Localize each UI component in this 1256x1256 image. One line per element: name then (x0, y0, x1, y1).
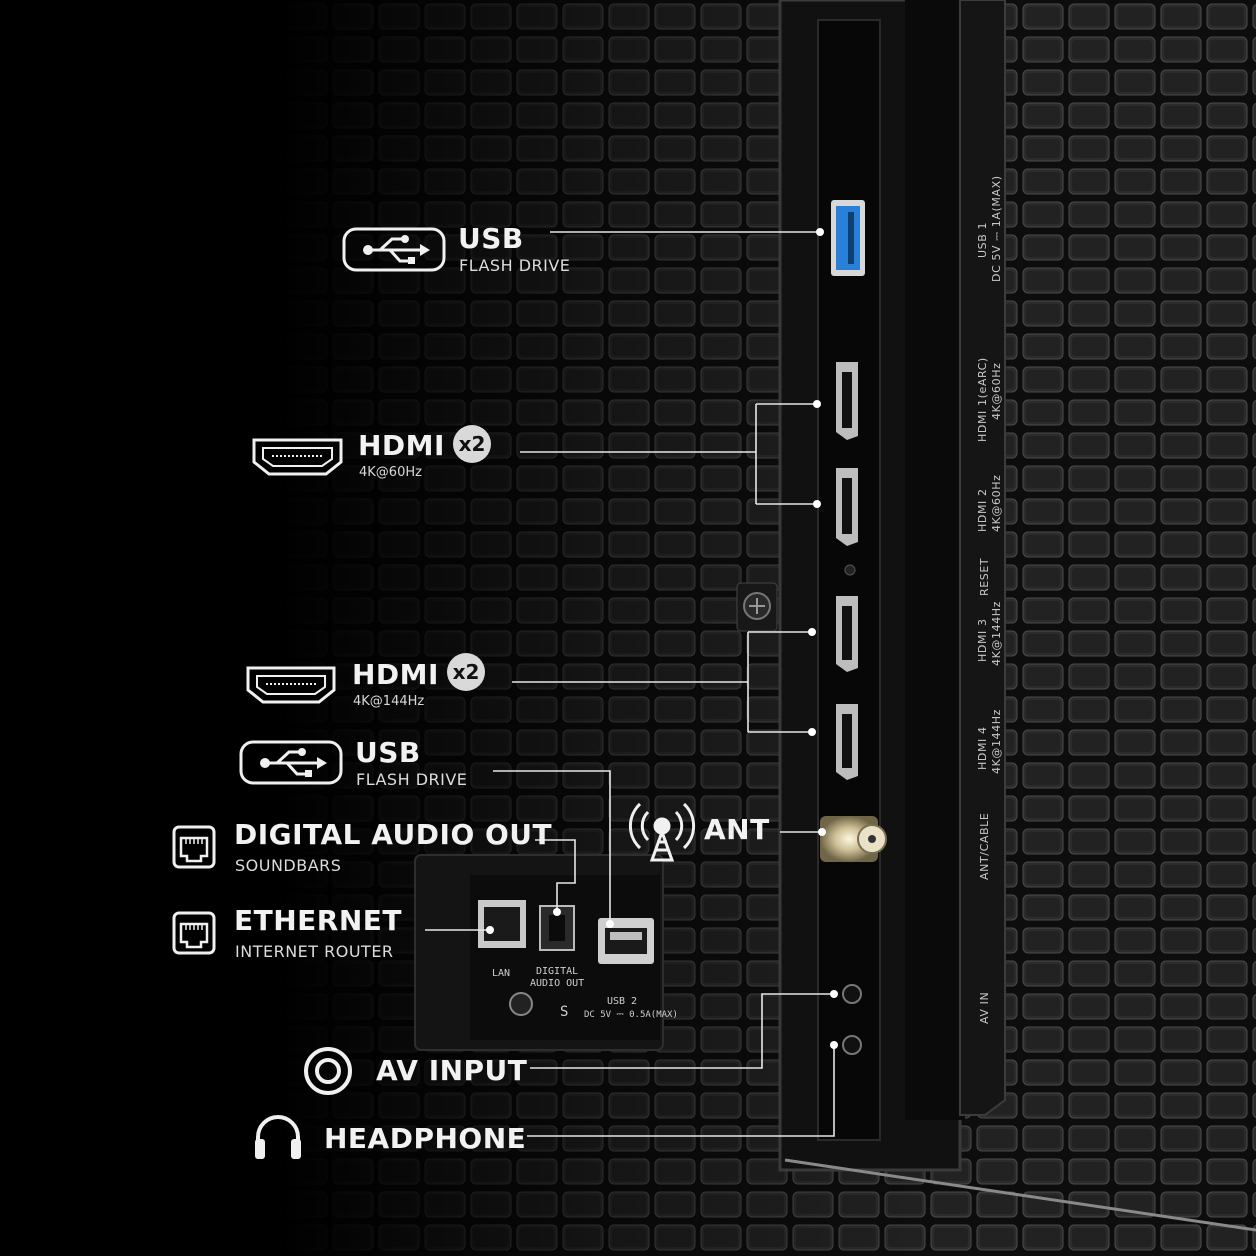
panel-label-hdmi2: HDMI 2 (976, 488, 989, 532)
av-input-icon (304, 1047, 352, 1095)
usb-bottom-subtitle: FLASH DRIVE (356, 770, 468, 789)
panel-label-av-in: AV IN (978, 991, 991, 1024)
lower-label-audio-out: AUDIO OUT (530, 978, 585, 989)
digital-audio-title: DIGITAL AUDIO OUT (234, 818, 553, 851)
headphone-icon (255, 1115, 301, 1159)
hdmi-60-count-badge: x2 (453, 425, 491, 463)
panel-label-hdmi1-spec: 4K@60Hz (990, 362, 1003, 420)
panel-label-usb1-power: DC 5V ⎓ 1A(MAX) (990, 175, 1003, 282)
hdmi-port-3 (836, 596, 858, 672)
ethernet-icon-router (172, 911, 216, 955)
hdmi-port-1 (836, 362, 858, 440)
leader-dots (486, 228, 838, 1049)
panel-label-hdmi3: HDMI 3 (976, 618, 989, 662)
lower-label-s: S (560, 1004, 569, 1020)
hdmi-60-title: HDMI (358, 429, 445, 462)
reset-button-hole (844, 564, 856, 576)
panel-label-hdmi3-spec: 4K@144Hz (990, 600, 1003, 666)
av-input-title: AV INPUT (376, 1054, 528, 1087)
hdmi-port-4 (836, 704, 858, 780)
panel-label-hdmi1: HDMI 1(eARC) (976, 357, 989, 442)
usb-3-port (831, 200, 865, 276)
panel-label-ant-cable: ANT/CABLE (978, 812, 991, 880)
panel-label-hdmi4: HDMI 4 (976, 726, 989, 770)
lower-label-lan: LAN (492, 968, 511, 979)
hdmi-144-subtitle: 4K@144Hz (353, 694, 425, 709)
usb-icon-bottom (239, 740, 343, 785)
usb-bottom-title: USB (355, 736, 421, 769)
hdmi-144-count-badge: x2 (447, 653, 485, 691)
hdmi-60-subtitle: 4K@60Hz (359, 465, 422, 480)
headphone-title: HEADPHONE (324, 1122, 527, 1155)
lower-label-usb2-power: DC 5V ⎓ 0.5A(MAX) (584, 1010, 678, 1020)
headphone-jack (842, 1035, 862, 1055)
hdmi-icon (252, 438, 343, 476)
panel-label-usb1: USB 1 (976, 221, 989, 258)
panel-label-reset: RESET (978, 557, 991, 596)
ethernet-title: ETHERNET (234, 904, 403, 937)
antenna-icon (628, 802, 696, 862)
antenna-coax-connector (820, 816, 887, 862)
ethernet-subtitle: INTERNET ROUTER (235, 942, 394, 961)
leader-lines (425, 231, 835, 1137)
hdmi-port-2 (836, 468, 858, 546)
usb-top-subtitle: FLASH DRIVE (459, 256, 571, 275)
panel-label-hdmi4-spec: 4K@144Hz (990, 708, 1003, 774)
usb-icon (342, 227, 446, 272)
hdmi-144-title: HDMI (352, 658, 439, 691)
hdmi-icon-144 (246, 666, 336, 704)
ethernet-icon (172, 825, 216, 869)
panel-label-hdmi2-spec: 4K@60Hz (990, 474, 1003, 532)
lower-port-panel (414, 854, 664, 1051)
av-in-jack (842, 984, 862, 1004)
usb-top-title: USB (458, 222, 524, 255)
digital-audio-subtitle: SOUNDBARS (235, 856, 342, 875)
lower-label-digital: DIGITAL (536, 966, 579, 977)
ant-title: ANT (704, 813, 770, 846)
lower-label-usb2: USB 2 (606, 996, 638, 1007)
mounting-screw (736, 582, 778, 632)
